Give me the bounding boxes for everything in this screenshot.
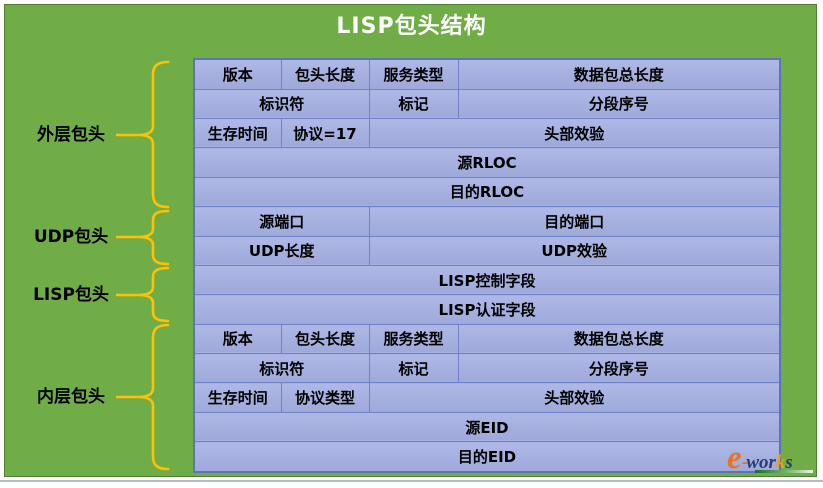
- bottom-divider-line: [0, 480, 823, 482]
- packet-header-table: 版本 包头长度 服务类型 数据包总长度 标识符 标记 分段序号 生存时间 协议=…: [193, 58, 781, 473]
- field-cell: LISP认证字段: [193, 294, 781, 325]
- field-cell: 服务类型: [368, 58, 459, 90]
- section-label-outer-header: 外层包头: [37, 125, 105, 145]
- table-row: 源端口 目的端口: [193, 206, 781, 237]
- section-label-lisp-header: LISP包头: [33, 285, 109, 305]
- field-cell: 包头长度: [280, 323, 370, 355]
- field-cell: 源RLOC: [193, 147, 781, 178]
- table-row: 源RLOC: [193, 147, 781, 178]
- field-cell: 版本: [193, 323, 282, 355]
- field-cell: 包头长度: [280, 58, 370, 90]
- section-label-udp-header: UDP包头: [33, 227, 109, 247]
- table-row: 目的EID: [193, 441, 781, 473]
- field-cell: 头部效验: [368, 117, 781, 149]
- table-row: 目的RLOC: [193, 176, 781, 208]
- table-row: LISP认证字段: [193, 294, 781, 325]
- table-row: 版本 包头长度 服务类型 数据包总长度: [193, 58, 781, 90]
- field-cell: 分段序号: [457, 88, 781, 119]
- field-cell: UDP效验: [368, 235, 781, 266]
- table-row: 版本 包头长度 服务类型 数据包总长度: [193, 323, 781, 355]
- field-cell: 目的端口: [368, 206, 781, 237]
- table-row: UDP长度 UDP效验: [193, 235, 781, 266]
- eworks-logo-s: s: [785, 452, 793, 473]
- eworks-logo-underline: [755, 470, 813, 473]
- field-cell: 标记: [368, 353, 459, 384]
- eworks-logo: e-works: [727, 440, 819, 477]
- field-cell: LISP控制字段: [193, 264, 781, 296]
- field-cell: 服务类型: [368, 323, 459, 355]
- field-cell: 协议类型: [280, 382, 370, 413]
- field-cell: 分段序号: [457, 353, 781, 384]
- eworks-logo-wor: wor: [746, 452, 776, 473]
- field-cell: 头部效验: [368, 382, 781, 413]
- table-row: 生存时间 协议类型 头部效验: [193, 382, 781, 413]
- table-row: LISP控制字段: [193, 264, 781, 296]
- field-cell: 目的RLOC: [193, 176, 781, 208]
- field-cell: 数据包总长度: [457, 58, 781, 90]
- eworks-logo-k: k: [775, 452, 786, 473]
- field-cell: UDP长度: [193, 235, 370, 266]
- page-title: LISP包头结构: [336, 14, 487, 39]
- table-row: 标识符 标记 分段序号: [193, 353, 781, 384]
- field-cell: 协议=17: [280, 117, 370, 149]
- table-row: 生存时间 协议=17 头部效验: [193, 117, 781, 149]
- field-cell: 数据包总长度: [457, 323, 781, 355]
- field-cell: 目的EID: [193, 441, 781, 473]
- field-cell: 源端口: [193, 206, 370, 237]
- field-cell: 标记: [368, 88, 459, 119]
- field-cell: 版本: [193, 58, 282, 90]
- table-row: 标识符 标记 分段序号: [193, 88, 781, 119]
- field-cell: 生存时间: [193, 382, 282, 413]
- field-cell: 标识符: [193, 353, 370, 384]
- eworks-logo-dash: -: [741, 451, 749, 473]
- field-cell: 标识符: [193, 88, 370, 119]
- eworks-logo-e: e: [727, 440, 742, 476]
- field-cell: 源EID: [193, 411, 781, 443]
- field-cell: 生存时间: [193, 117, 282, 149]
- table-row: 源EID: [193, 411, 781, 443]
- section-label-inner-header: 内层包头: [37, 387, 105, 407]
